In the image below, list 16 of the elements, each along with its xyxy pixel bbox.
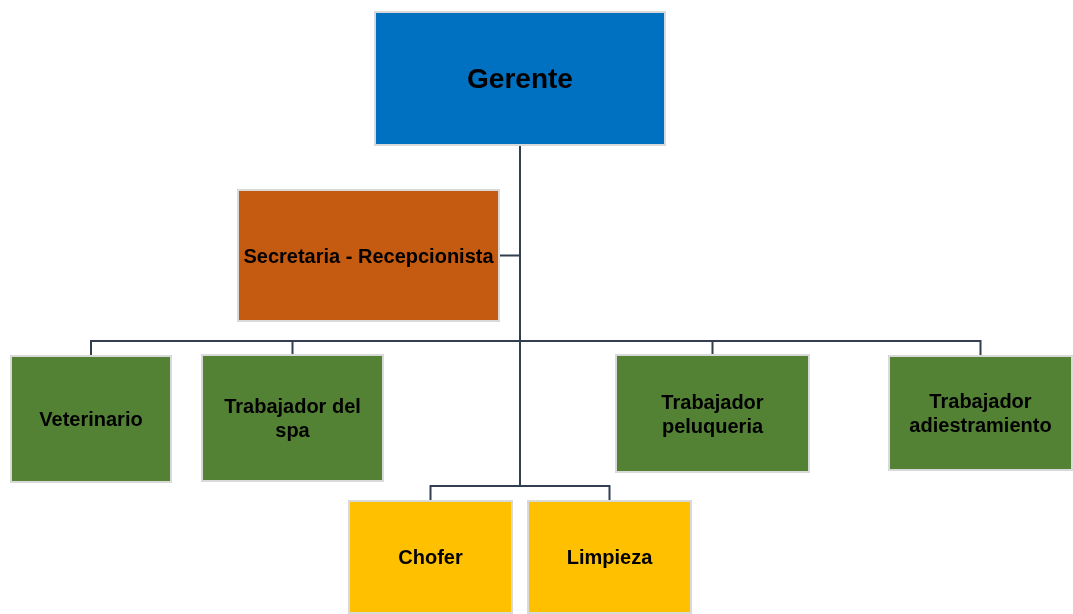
- role-label: Trabajador peluqueria: [660, 389, 765, 438]
- org-box: [527, 500, 692, 614]
- role-label: Veterinario: [38, 407, 144, 431]
- role-label: Chofer: [397, 545, 464, 569]
- role-label: Trabajador adiestramiento: [908, 389, 1053, 437]
- org-box: [348, 500, 513, 614]
- org-box: [888, 355, 1073, 471]
- org-box: [615, 354, 810, 473]
- org-box: [201, 354, 384, 482]
- role-label: Secretaria - Recepcionista: [242, 243, 495, 268]
- org-box: [237, 189, 500, 322]
- org-box: [10, 355, 172, 483]
- org-box: [374, 11, 666, 146]
- role-label: Trabajador del spa: [223, 394, 362, 442]
- role-label: Limpieza: [565, 545, 654, 569]
- role-label: Gerente: [466, 61, 574, 96]
